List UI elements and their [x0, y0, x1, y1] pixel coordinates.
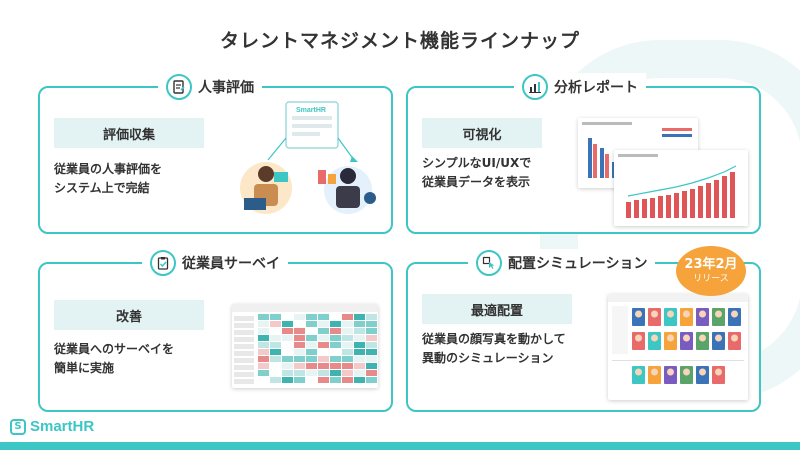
report-screenshot-front	[614, 150, 748, 226]
evaluation-doc-icon	[166, 74, 192, 100]
card-header: 従業員サーベイ	[142, 249, 288, 277]
footer-bar	[0, 442, 800, 450]
feature-description: 従業員の人事評価を システム上で完結	[54, 162, 163, 195]
card-header: 分析レポート	[514, 73, 646, 101]
card-title: 分析レポート	[554, 80, 638, 96]
feature-description: 従業員へのサーベイを 簡単に実施	[54, 342, 175, 375]
drag-hand-icon	[476, 250, 502, 276]
feature-label: 最適配置	[422, 294, 572, 324]
card-employee-survey: 従業員サーベイ 改善 従業員へのサーベイを 簡単に実施	[38, 249, 393, 412]
card-header: 配置シミュレーション	[468, 249, 656, 277]
feature-label: 評価収集	[54, 118, 204, 148]
card-placement-simulation: 配置シミュレーション 最適配置 従業員の顔写真を動かして 異動のシミュレーション	[406, 249, 761, 412]
card-title: 配置シミュレーション	[508, 256, 648, 272]
bar-chart-icon	[522, 74, 548, 100]
card-title: 人事評価	[198, 80, 254, 96]
smarthr-mark-icon: S	[10, 418, 26, 435]
release-badge: 23年2月 リリース	[676, 246, 746, 296]
page-title: タレントマネジメント機能ラインナップ	[219, 30, 580, 52]
clipboard-check-icon	[150, 250, 176, 276]
evaluation-illustration: SmartHR	[240, 101, 376, 214]
release-label: リリース	[693, 274, 729, 284]
smarthr-logo: S SmartHR	[10, 418, 94, 435]
feature-description: シンプルなUI/UXで 従業員データを表示	[422, 156, 532, 189]
card-header: 人事評価	[158, 73, 262, 101]
feature-label: 改善	[54, 300, 204, 330]
card-evaluation: 人事評価 評価収集 従業員の人事評価を システム上で完結 SmartHR	[38, 73, 393, 234]
card-analytics-report: 分析レポート 可視化 シンプルなUI/UXで 従業員データを表示	[406, 73, 761, 234]
illus-smarthr-logo: SmartHR	[296, 107, 326, 114]
smarthr-wordmark: SmartHR	[30, 418, 95, 435]
feature-label: 可視化	[422, 118, 542, 148]
survey-heatmap-screenshot	[232, 304, 378, 388]
release-date: 23年2月	[684, 257, 738, 272]
card-title: 従業員サーベイ	[182, 256, 280, 272]
feature-description: 従業員の顔写真を動かして 異動のシミュレーション	[422, 332, 566, 365]
simulation-screenshot	[608, 294, 748, 400]
